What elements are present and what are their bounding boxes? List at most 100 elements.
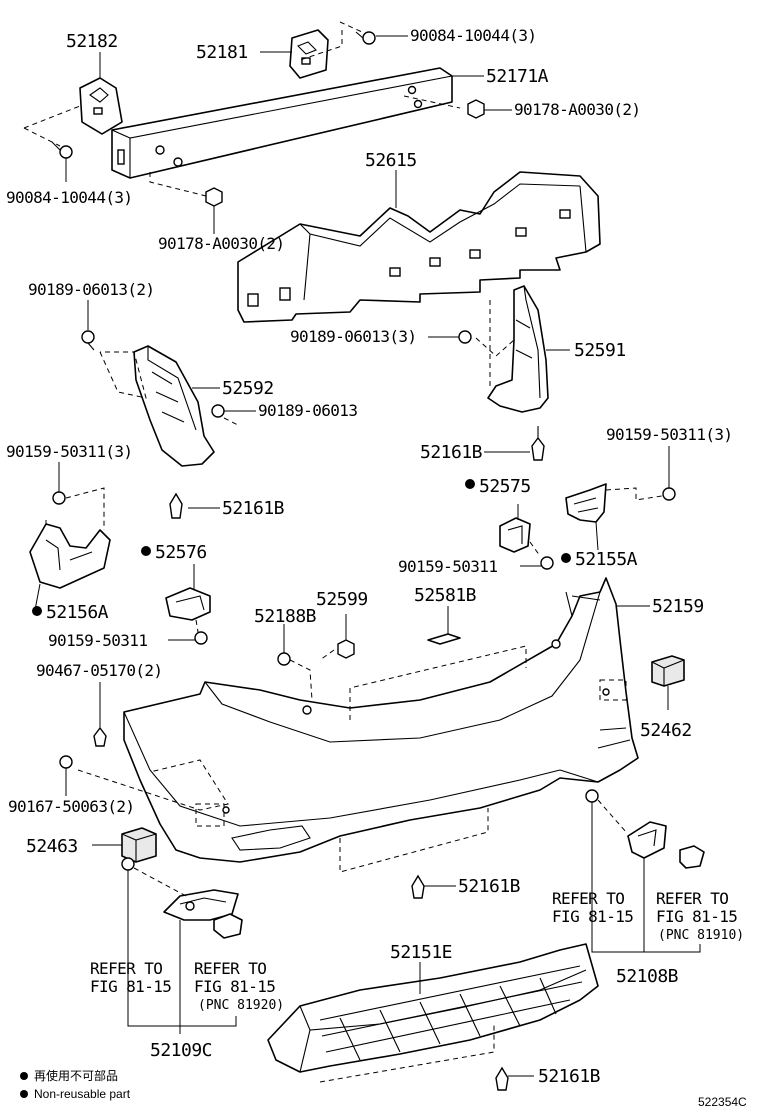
label-90189-center: 90189-06013(3) <box>290 327 416 346</box>
lower-cover-52151E <box>267 943 599 1073</box>
reflector-left <box>213 913 243 939</box>
ref-left-a-line1: REFER TO <box>90 959 162 978</box>
figure-id: 522354C <box>698 1095 747 1109</box>
bracket-52108B <box>627 821 667 859</box>
energy-absorber-52615 <box>237 171 601 323</box>
label-52188B: 52188B <box>254 606 316 627</box>
bolt-90084-top <box>355 31 376 45</box>
nut-90178-right <box>467 99 485 119</box>
label-52576: 52576 <box>155 542 207 563</box>
ref-left-a-line2: FIG 81-15 <box>90 977 171 996</box>
screw-left <box>121 857 135 871</box>
bolt-90159-mid <box>540 556 554 570</box>
pad-52463 <box>121 827 157 863</box>
label-52591: 52591 <box>574 340 626 361</box>
label-52109C: 52109C <box>150 1040 212 1061</box>
nonreusable-dot-52156A <box>32 606 42 616</box>
part-labels: 52182 52181 90084-10044(3) 52171A 90178-… <box>6 26 733 1087</box>
label-90159-lower: 90159-50311 <box>48 631 147 650</box>
plate-52581B <box>427 633 461 645</box>
label-52161B-center: 52161B <box>458 876 520 897</box>
label-90178-left: 90178-A0030(2) <box>158 234 284 253</box>
label-52592: 52592 <box>222 378 274 399</box>
bolt-90084-left <box>51 141 73 159</box>
label-90167: 90167-50063(2) <box>8 797 134 816</box>
label-52171A: 52171A <box>486 66 549 87</box>
ref-right-b-line2: FIG 81-15 <box>656 907 737 926</box>
ref-left-b-line1: REFER TO <box>194 959 266 978</box>
label-52108B: 52108B <box>616 966 678 987</box>
label-52155A: 52155A <box>575 549 638 570</box>
legend-dot-icon-2 <box>20 1090 28 1098</box>
screw-90167 <box>59 755 73 769</box>
nonreusable-dot-52155A <box>561 553 571 563</box>
nut-90178-left <box>205 187 223 207</box>
label-52182: 52182 <box>66 31 118 52</box>
retainer-52592 <box>133 345 215 467</box>
label-90159-left: 90159-50311(3) <box>6 442 132 461</box>
pad-52462 <box>651 655 685 687</box>
label-52581B: 52581B <box>414 585 476 606</box>
label-52181: 52181 <box>196 42 248 63</box>
legend-dot-icon <box>20 1072 28 1080</box>
reinforcement-52171A <box>111 67 453 179</box>
label-90178-right: 90178-A0030(2) <box>514 100 640 119</box>
ref-left-b-pnc: (PNC 81920) <box>198 998 284 1013</box>
label-90084-left: 90084-10044(3) <box>6 188 132 207</box>
clip-90467 <box>93 726 107 747</box>
nonreusable-dot-52575 <box>465 479 475 489</box>
retainer-52591 <box>487 285 549 413</box>
label-90084-top: 90084-10044(3) <box>410 26 536 45</box>
label-52161B-bottom: 52161B <box>538 1066 600 1087</box>
side-retainer-52155A <box>565 483 607 523</box>
label-52463: 52463 <box>26 836 78 857</box>
bracket-52109C <box>163 889 239 921</box>
label-52161B-left: 52161B <box>222 498 284 519</box>
label-90189-left: 90189-06013(2) <box>28 280 154 299</box>
legend-english: Non-reusable part <box>34 1087 131 1101</box>
retainer-52188B <box>277 652 291 666</box>
ref-left-b-line2: FIG 81-15 <box>194 977 275 996</box>
side-retainer-52156A <box>29 523 111 589</box>
bracket-52182 <box>79 77 123 135</box>
label-52599: 52599 <box>316 589 368 610</box>
screw-right <box>585 789 599 803</box>
bolt-90159-left <box>52 491 66 505</box>
clip-90189-left <box>81 330 95 351</box>
label-52161B-upper: 52161B <box>420 442 482 463</box>
reflector-right <box>679 845 705 869</box>
ref-right-b-line1: REFER TO <box>656 889 728 908</box>
bumper-cover-52159 <box>123 577 639 863</box>
clip-52161B-center <box>411 874 425 899</box>
bracket-52576 <box>165 587 211 621</box>
ref-right-b-pnc: (PNC 81910) <box>658 928 744 943</box>
label-90189-single: 90189-06013 <box>258 401 357 420</box>
nut-52599 <box>337 639 355 659</box>
reference-notes: REFER TO FIG 81-15 REFER TO FIG 81-15 (P… <box>90 889 744 1013</box>
clip-52161B-bottom <box>495 1066 509 1091</box>
ref-right-a-line2: FIG 81-15 <box>552 907 633 926</box>
bracket-52181 <box>289 29 329 79</box>
bolt-90159-lower <box>194 631 208 645</box>
label-90467: 90467-05170(2) <box>36 661 162 680</box>
label-52156A: 52156A <box>46 602 109 623</box>
legend-japanese: 再使用不可部品 <box>34 1068 118 1083</box>
ref-right-a-line1: REFER TO <box>552 889 624 908</box>
label-52462: 52462 <box>640 720 692 741</box>
bolt-90159-right <box>662 487 676 501</box>
label-90159-mid: 90159-50311 <box>398 557 497 576</box>
label-90159-right: 90159-50311(3) <box>606 425 732 444</box>
nonreusable-dot-52576 <box>141 546 151 556</box>
clip-90189-single <box>211 404 225 418</box>
bracket-52575 <box>499 517 531 553</box>
clip-90189-center <box>458 330 472 344</box>
label-52159: 52159 <box>652 596 704 617</box>
leader-lines <box>34 35 701 1077</box>
label-52615: 52615 <box>365 150 417 171</box>
clip-52161B-left <box>169 492 183 519</box>
label-52151E: 52151E <box>390 942 452 963</box>
label-52575: 52575 <box>479 476 531 497</box>
clip-52161B-upper <box>531 426 545 461</box>
legend: 再使用不可部品 Non-reusable part <box>20 1068 131 1101</box>
